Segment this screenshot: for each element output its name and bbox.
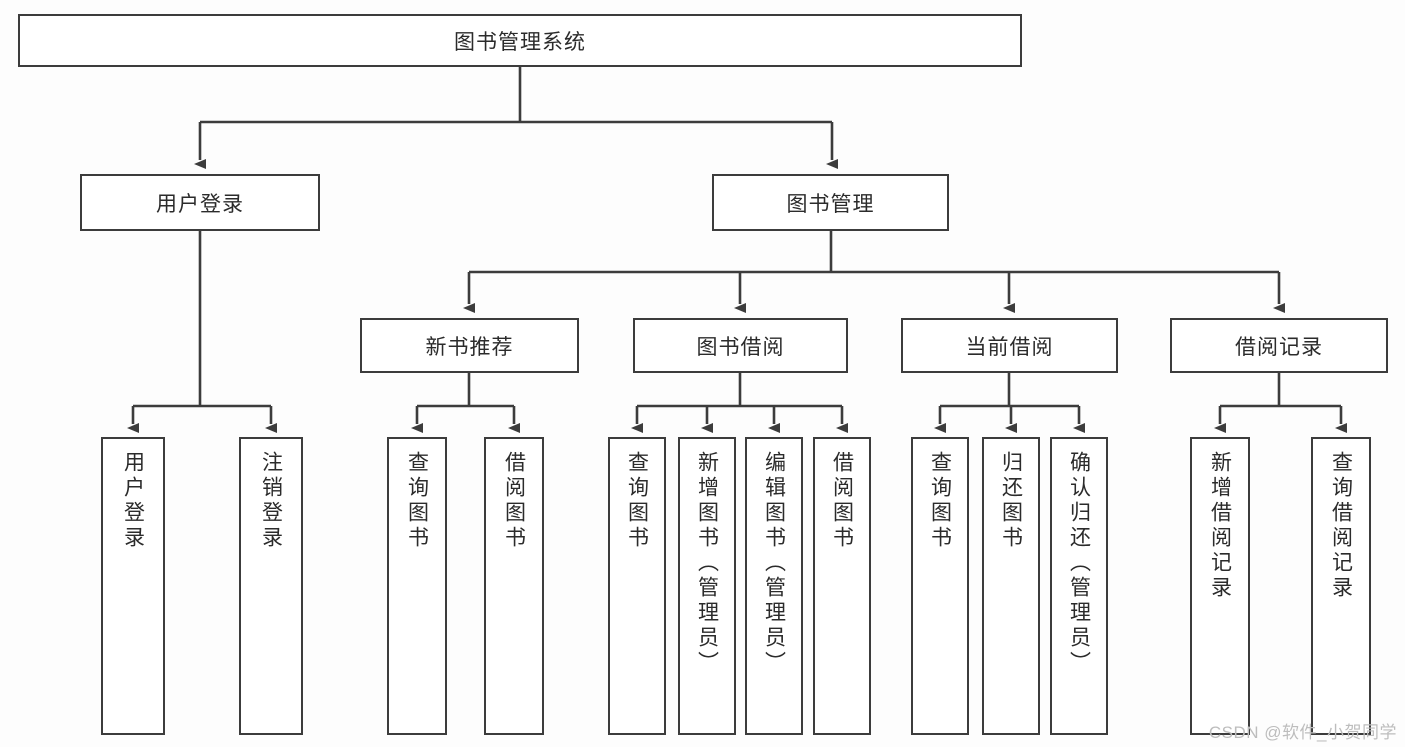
node-leaf-logout-label: 注销登录 (259, 451, 283, 551)
node-leaf-edit-book[interactable]: 编辑图书（管理员） (745, 437, 803, 735)
node-book-management-label: 图书管理 (786, 192, 875, 216)
node-leaf-user-login-label: 用户登录 (121, 451, 145, 551)
node-root-label: 图书管理系统 (454, 30, 586, 54)
node-leaf-add-book[interactable]: 新增图书（管理员） (678, 437, 736, 735)
node-leaf-edit-book-label: 编辑图书（管理员） (762, 451, 786, 676)
node-leaf-query-book-2[interactable]: 查询图书 (608, 437, 666, 735)
node-book-borrow[interactable]: 图书借阅 (633, 318, 848, 373)
node-new-book-recommend-label: 新书推荐 (425, 335, 514, 359)
node-leaf-return-book-label: 归还图书 (999, 451, 1023, 551)
node-borrow-record-label: 借阅记录 (1235, 335, 1323, 359)
node-leaf-borrow-book-1[interactable]: 借阅图书 (484, 437, 544, 735)
node-leaf-query-book-2-label: 查询图书 (625, 451, 649, 551)
node-leaf-query-record-label: 查询借阅记录 (1329, 451, 1353, 601)
node-user-login[interactable]: 用户登录 (80, 174, 320, 231)
node-current-borrow[interactable]: 当前借阅 (901, 318, 1118, 373)
node-root[interactable]: 图书管理系统 (18, 14, 1022, 67)
node-leaf-query-book-1[interactable]: 查询图书 (387, 437, 447, 735)
node-leaf-add-record-label: 新增借阅记录 (1208, 451, 1232, 601)
node-leaf-add-book-label: 新增图书（管理员） (695, 451, 719, 676)
watermark-text: CSDN @软件_小贺同学 (1208, 723, 1397, 742)
node-leaf-borrow-book-2[interactable]: 借阅图书 (813, 437, 871, 735)
node-new-book-recommend[interactable]: 新书推荐 (360, 318, 579, 373)
node-leaf-borrow-book-2-label: 借阅图书 (830, 451, 854, 551)
node-current-borrow-label: 当前借阅 (965, 335, 1054, 359)
node-leaf-confirm-return-label: 确认归还（管理员） (1067, 451, 1091, 676)
node-book-management[interactable]: 图书管理 (712, 174, 949, 231)
node-leaf-borrow-book-1-label: 借阅图书 (502, 451, 526, 551)
node-leaf-query-book-3-label: 查询图书 (928, 451, 952, 551)
node-leaf-confirm-return[interactable]: 确认归还（管理员） (1050, 437, 1108, 735)
node-leaf-query-book-1-label: 查询图书 (405, 451, 429, 551)
node-leaf-user-login[interactable]: 用户登录 (101, 437, 165, 735)
node-borrow-record[interactable]: 借阅记录 (1170, 318, 1388, 373)
node-leaf-query-record[interactable]: 查询借阅记录 (1311, 437, 1371, 735)
node-leaf-logout[interactable]: 注销登录 (239, 437, 303, 735)
node-leaf-return-book[interactable]: 归还图书 (982, 437, 1040, 735)
node-book-borrow-label: 图书借阅 (696, 335, 785, 359)
node-user-login-label: 用户登录 (156, 192, 244, 216)
node-leaf-query-book-3[interactable]: 查询图书 (911, 437, 969, 735)
node-leaf-add-record[interactable]: 新增借阅记录 (1190, 437, 1250, 735)
